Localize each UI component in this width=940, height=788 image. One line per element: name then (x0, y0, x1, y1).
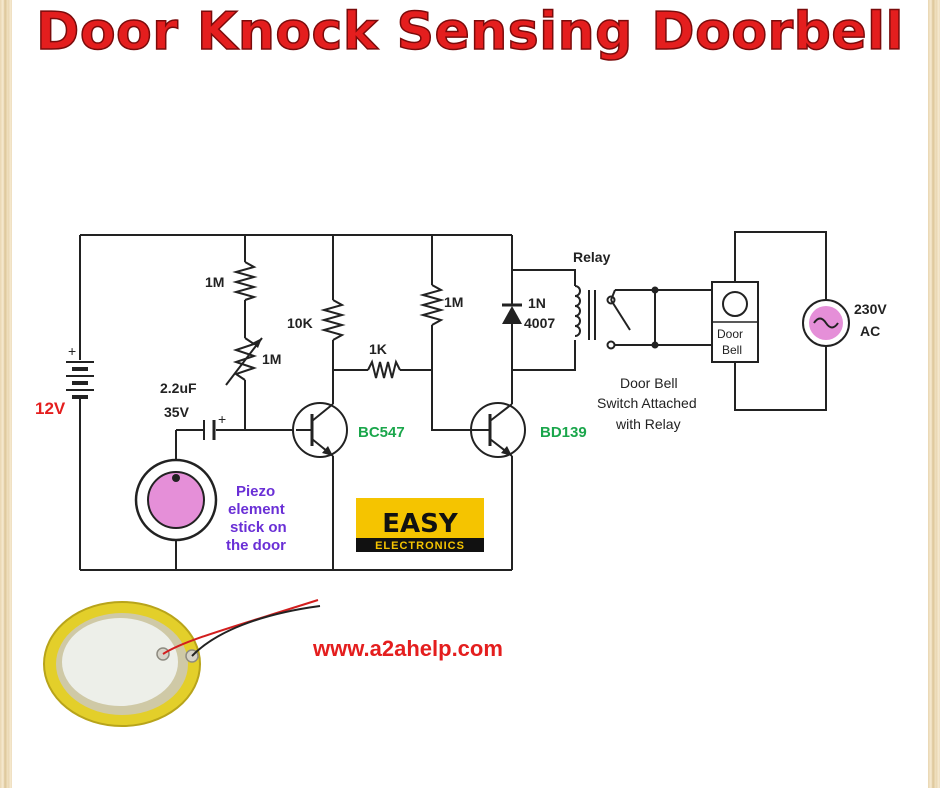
logo-line1: EASY (382, 509, 459, 539)
vr1-label: 1M (262, 351, 281, 367)
r4-label: 1M (444, 294, 463, 310)
switch-label-line2: Switch Attached (597, 395, 697, 411)
battery-plus: + (68, 343, 76, 359)
q1-label: BC547 (358, 424, 405, 441)
page-title: Door Knock Sensing Doorbell (35, 1, 904, 63)
piezo-label-line3: stick on (230, 519, 287, 536)
resistor-r2-icon (320, 299, 346, 341)
ac-source-icon (802, 299, 850, 347)
resistor-r3-icon (367, 359, 401, 379)
diode-label-line1: 1N (528, 295, 546, 311)
piezo-label-line4: the door (226, 537, 286, 554)
r3-label: 1K (369, 341, 387, 357)
diode-label-line2: 4007 (524, 315, 555, 331)
ac-label-line2: AC (860, 323, 880, 339)
piezo-element-icon (134, 458, 218, 542)
relay-switch-icon (606, 286, 659, 350)
relay-coil-icon (574, 285, 596, 340)
switch-label-line1: Door Bell (620, 375, 678, 391)
supply-label: 12V (35, 399, 66, 418)
piezo-disc-illustration (43, 599, 321, 727)
bell-label-line1: Door (717, 327, 743, 341)
bell-label-line2: Bell (722, 343, 742, 357)
q2-label: BD139 (540, 424, 587, 441)
transistor-bc547-icon (292, 402, 348, 458)
ac-label-line1: 230V (854, 301, 887, 317)
switch-label-line3: with Relay (615, 416, 681, 432)
relay-label: Relay (573, 249, 611, 265)
easy-electronics-logo: EASY ELECTRONICS (356, 498, 484, 552)
door-bell-icon (711, 281, 759, 363)
resistor-r1-icon (232, 261, 258, 301)
battery-icon: + (66, 343, 94, 399)
r1-label: 1M (205, 274, 224, 290)
capacitor-icon: + (203, 411, 226, 440)
variable-resistor-icon (225, 337, 263, 386)
piezo-label-line2: element (228, 501, 285, 518)
logo-line2: ELECTRONICS (375, 540, 465, 552)
website-link[interactable]: www.a2ahelp.com (312, 636, 503, 661)
capacitor-plus: + (218, 411, 226, 427)
c1-value-label: 2.2uF (160, 380, 197, 396)
wires (79, 231, 827, 571)
c1-voltage-label: 35V (164, 404, 190, 420)
piezo-label-line1: Piezo (236, 483, 275, 500)
r2-label: 10K (287, 315, 313, 331)
transistor-bd139-icon (470, 402, 526, 458)
resistor-r4-icon (419, 284, 445, 326)
diode-icon (502, 303, 522, 324)
